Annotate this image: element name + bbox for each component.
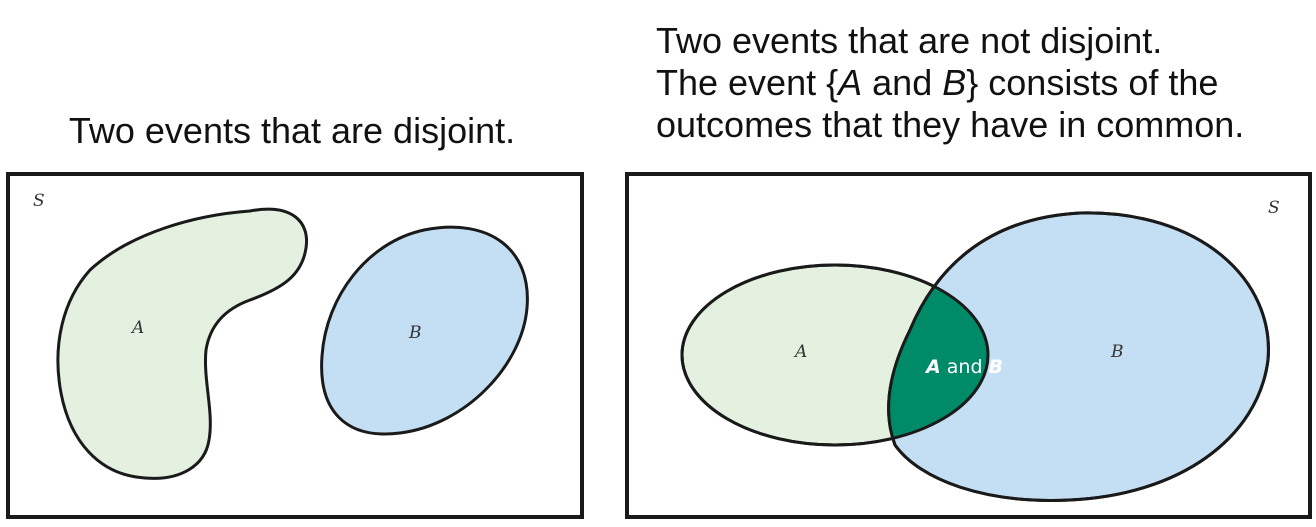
event-b-region — [320, 225, 529, 436]
event-a-region — [56, 207, 309, 480]
right-caption-line-2: The event {A and B} consists of the — [656, 62, 1244, 104]
event-b-outline — [887, 211, 1270, 502]
sample-space-box — [6, 172, 584, 519]
left-caption: Two events that are disjoint. — [68, 110, 516, 151]
sample-space-label: S — [33, 191, 45, 211]
intersection-label-a: A — [924, 356, 941, 378]
right-caption: Two events that are not disjoint. The ev… — [656, 20, 1244, 146]
caption-event-b: B — [942, 62, 967, 103]
caption-text: } consists of the — [966, 62, 1219, 103]
event-a-outline — [680, 263, 990, 447]
right-caption-line-1: Two events that are not disjoint. — [656, 20, 1163, 61]
sample-space-label: S — [1268, 198, 1280, 218]
caption-text: The event { — [656, 62, 839, 103]
event-a-label: A — [130, 318, 144, 338]
event-a-label: A — [793, 342, 807, 362]
intersection-label-b: B — [989, 356, 1003, 378]
event-b-label: B — [1110, 342, 1124, 362]
sample-space-box — [625, 172, 1312, 519]
intersection-label: A and B — [924, 356, 1003, 378]
caption-event-a: A — [838, 62, 863, 103]
right-caption-line-3: outcomes that they have in common. — [656, 104, 1245, 145]
intersection-label-and: and — [941, 356, 989, 378]
caption-text: and — [862, 62, 943, 103]
event-b-label: B — [408, 323, 422, 343]
